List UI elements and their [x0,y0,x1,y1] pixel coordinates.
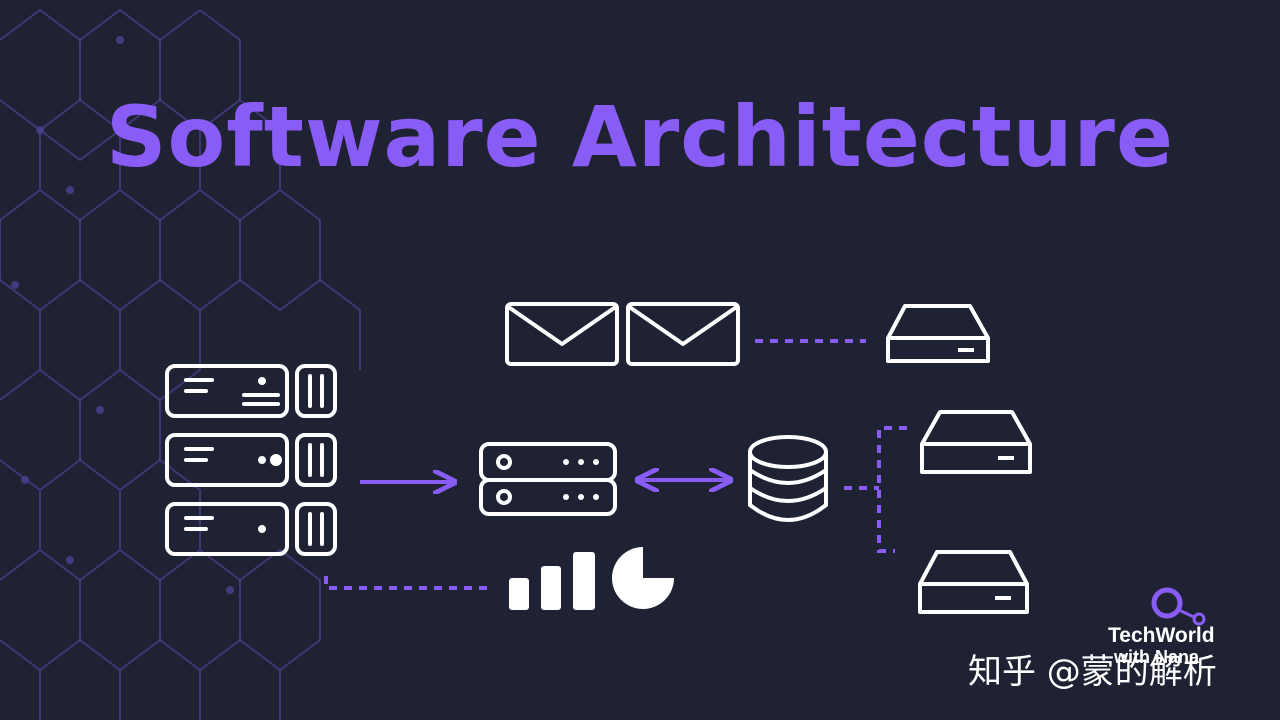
database-icon [748,435,828,522]
server-rack-icon [165,364,337,556]
watermark-text: 知乎 @蒙的解析 [968,652,1217,692]
page-title: Software Architecture [106,88,1174,186]
brand-logo-icon [1151,587,1206,626]
brand-subtitle: with Nana [1114,647,1200,667]
brand-name: TechWorld [1108,624,1215,647]
envelope-icon [505,302,740,366]
application-server-icon [479,442,617,516]
pie-chart-icon [612,547,674,609]
bar-chart-icon [509,552,595,610]
storage-drive-icon [886,304,1032,614]
